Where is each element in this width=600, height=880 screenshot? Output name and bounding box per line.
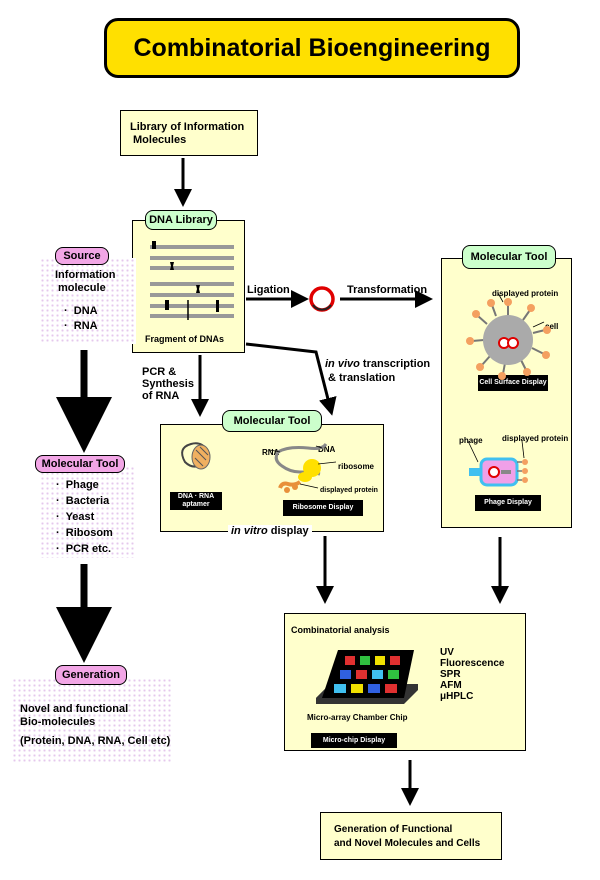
phage-display-label: Phage Display <box>475 495 541 511</box>
generation-label: Generation <box>55 665 127 685</box>
right-tool-label: Molecular Tool <box>462 245 556 269</box>
invivo-line1: in vivo transcription <box>325 358 430 371</box>
method-afm: AFM <box>440 680 462 691</box>
source-panel <box>40 258 136 344</box>
pcr-line1: PCR & <box>142 366 177 378</box>
combinatorial-label: Combinatorial analysis <box>291 625 390 635</box>
cell-surface-display-label: Cell Surface Display <box>478 375 548 391</box>
final-line1: Generation of Functional <box>334 824 453 835</box>
list-item: · Bacteria <box>56 495 110 507</box>
library-line2: Molecules <box>133 134 187 146</box>
chip-label: Micro-array Chamber Chip <box>307 713 408 722</box>
dna-library-box <box>132 220 245 353</box>
generation-line3: (Protein, DNA, RNA, Cell etc) <box>20 735 171 747</box>
left-tool-label: Molecular Tool <box>35 455 125 473</box>
library-box: Library of Information Molecules <box>120 110 258 156</box>
pcr-line3: of RNA <box>142 390 180 402</box>
list-item: · Phage <box>56 479 99 491</box>
final-line2: and Novel Molecules and Cells <box>334 838 481 849</box>
mid-displayed-protein-label: displayed protein <box>320 487 378 494</box>
generation-panel <box>12 678 172 764</box>
invivo-rest: transcription <box>362 358 431 370</box>
chip-display-label: Micro-chip Display <box>311 733 397 748</box>
ligation-label: Ligation <box>247 284 290 296</box>
phage-label: phage <box>459 436 483 445</box>
invitro-italic: in vitro <box>231 525 268 537</box>
invitro-footer: in vitro display <box>228 525 312 538</box>
rna-label: RNA <box>262 448 280 457</box>
dna-library-label: DNA Library <box>145 210 217 230</box>
source-item-dna: · DNA <box>64 305 98 317</box>
method-uv: UV <box>440 647 454 658</box>
left-tool-panel <box>40 466 136 558</box>
list-item: · PCR etc. <box>56 543 112 555</box>
mid-tool-label: Molecular Tool <box>222 410 322 432</box>
transformation-label: Transformation <box>347 284 428 296</box>
source-line1: Information <box>55 269 116 281</box>
fragment-label: Fragment of DNAs <box>145 334 225 344</box>
invitro-rest: display <box>270 525 309 537</box>
list-item: · Ribosom <box>56 527 113 539</box>
left-tool-list: · Phage · Bacteria · Yeast · Ribosom · P… <box>56 479 113 559</box>
source-item-rna: · RNA <box>64 320 98 332</box>
dna-label: DNA <box>318 445 336 454</box>
aptamer-label: DNA · RNA aptamer <box>170 492 222 510</box>
invivo-italic: in vivo <box>325 358 360 370</box>
source-line2: molecule <box>58 282 106 294</box>
final-box: Generation of Functional and Novel Molec… <box>320 812 502 860</box>
generation-line1: Novel and functional <box>20 703 129 715</box>
cell-label: cell <box>545 322 559 331</box>
generation-line2: Bio-molecules <box>20 716 96 728</box>
invivo-line2: & translation <box>328 372 396 384</box>
cell-displayed-protein-label: displayed protein <box>492 289 559 298</box>
source-label: Source <box>55 247 109 265</box>
list-item: · Yeast <box>56 511 95 523</box>
method-spr: SPR <box>440 669 461 680</box>
arrow-invivo <box>245 342 337 416</box>
ribosome-label: ribosome <box>338 462 375 471</box>
ligation-circle-icon <box>309 286 335 312</box>
library-line1: Library of Information <box>130 121 245 133</box>
pcr-line2: Synthesis <box>142 378 194 390</box>
page-title: Combinatorial Bioengineering <box>104 18 520 78</box>
method-uhplc: μHPLC <box>440 691 474 702</box>
phage-displayed-protein-label: displayed protein <box>502 434 569 443</box>
method-fluorescence: Fluorescence <box>440 658 505 669</box>
ribosome-display-label: Ribosome Display <box>283 500 363 516</box>
